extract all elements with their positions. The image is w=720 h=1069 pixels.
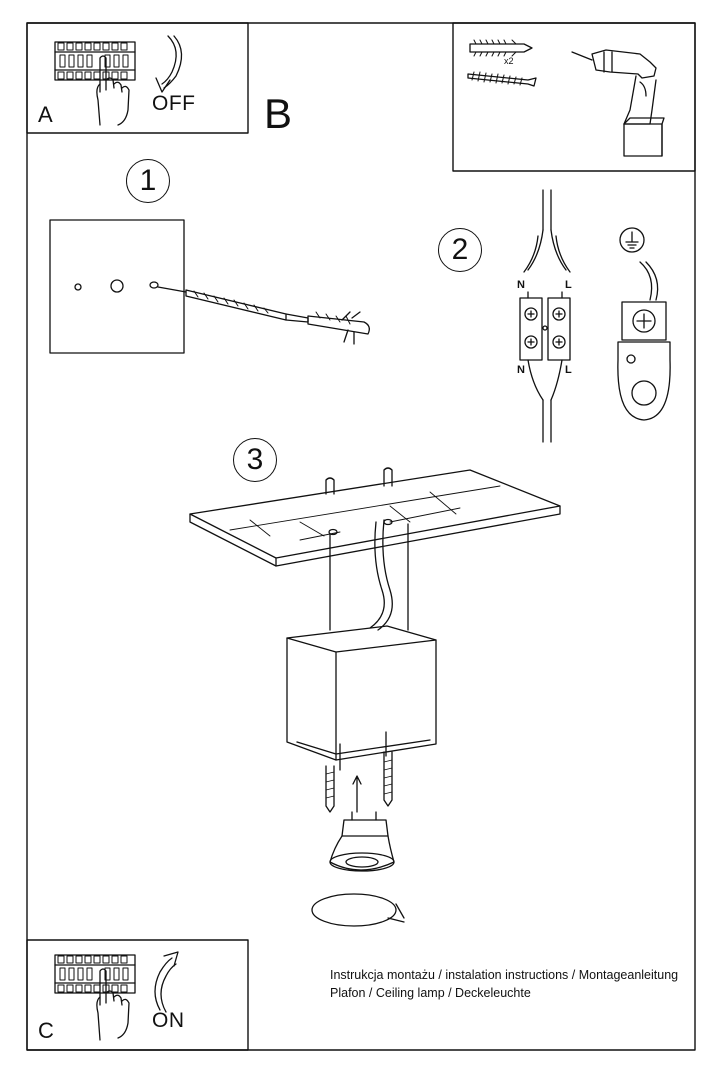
lamp-cube-icon [286,625,437,771]
mounting-plate-icon [189,467,561,567]
live-label-top: L [565,279,572,291]
retaining-ring-icon [311,893,405,927]
switch-off-arrow-icon [155,35,183,93]
panel-c-box [26,939,249,1051]
step-number-3: 3 [233,438,277,482]
suspension-cables-icon [329,519,409,631]
insert-arrow-icon [352,775,362,813]
wall-plug-icon [469,39,533,57]
step-number-2: 2 [438,228,482,272]
terminal-block-icon [519,189,571,443]
switch-on-label: ON [152,1009,185,1032]
outer-frame [26,22,696,1051]
switch-on-arrow-icon [154,951,179,1013]
drill-icon [571,49,665,157]
hand-icon-c [96,968,130,1041]
quantity-label: x2 [504,56,514,66]
caption-line-2: Plafon / Ceiling lamp / Deckeleuchte [330,986,531,1000]
breaker-panel-icon-a [54,41,136,81]
caption-line-1: Instrukcja montażu / instalation instruc… [330,968,679,982]
neutral-label-bottom: N [517,364,525,376]
tools-box [452,22,696,172]
hand-icon-a [96,55,130,126]
dowel-insert-icon [307,311,370,345]
step-number-1: 1 [126,159,170,203]
switch-off-label: OFF [152,92,196,115]
panel-c-letter: C [38,1018,54,1043]
ground-symbol-icon [619,227,645,253]
ground-terminal-icon [617,261,671,421]
mounting-screws-icon [325,751,393,813]
panel-a-letter: A [38,102,53,127]
neutral-label-top: N [517,279,525,291]
breaker-panel-icon-c [54,954,136,994]
screw-icon [467,71,537,87]
ceiling-plate-1 [49,219,185,354]
panel-b-letter: B [264,90,293,137]
panel-a-box [26,22,249,134]
gu10-bulb-icon [329,811,395,872]
instructions-caption: Instrukcja montażu / instalation instruc… [330,966,678,1002]
live-label-bottom: L [565,364,572,376]
drill-bit-icon [157,286,309,323]
